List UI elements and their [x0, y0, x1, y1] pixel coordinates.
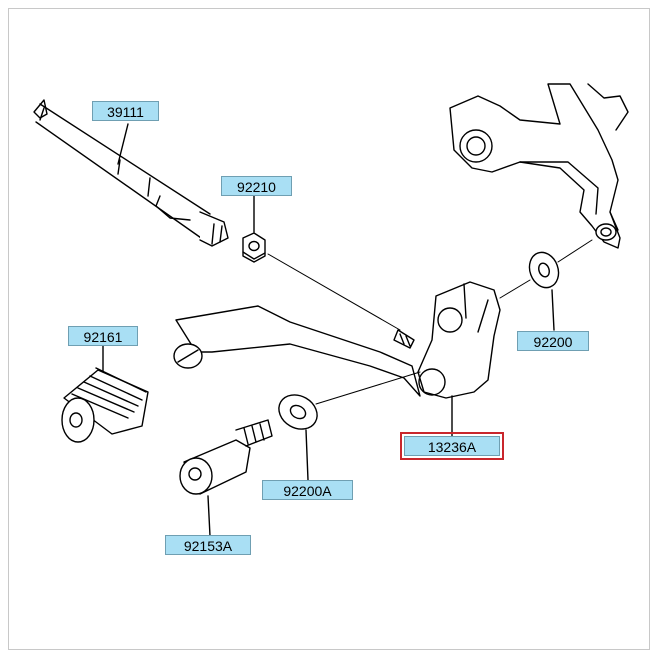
shift-pedal-drawing	[173, 281, 501, 399]
assembly-line-nut	[267, 253, 401, 331]
shift-rod-drawing	[33, 99, 229, 247]
footpeg-bracket-drawing	[449, 83, 629, 249]
assembly-line-washer	[315, 371, 421, 405]
label-92210[interactable]: 92210	[221, 176, 292, 196]
label-39111[interactable]: 39111	[92, 101, 159, 121]
leader-39111	[117, 123, 129, 165]
label-92153A[interactable]: 92153A	[165, 535, 251, 555]
label-92200[interactable]: 92200	[517, 331, 589, 351]
leader-92153A	[207, 495, 211, 537]
rubber-drawing	[61, 367, 149, 443]
label-92161[interactable]: 92161	[68, 326, 138, 346]
bolt-drawing	[179, 419, 273, 495]
nut-drawing	[242, 232, 266, 263]
leader-92200A	[305, 429, 309, 481]
label-13236A[interactable]: 13236A	[400, 432, 504, 460]
washer-92200-drawing	[528, 251, 560, 289]
washer-92200a-drawing	[278, 394, 318, 430]
label-92200A[interactable]: 92200A	[262, 480, 353, 500]
diagram-frame	[8, 8, 650, 650]
assembly-line-peg	[557, 239, 593, 263]
assembly-line-bracket	[499, 279, 531, 299]
leader-92200	[551, 289, 555, 331]
